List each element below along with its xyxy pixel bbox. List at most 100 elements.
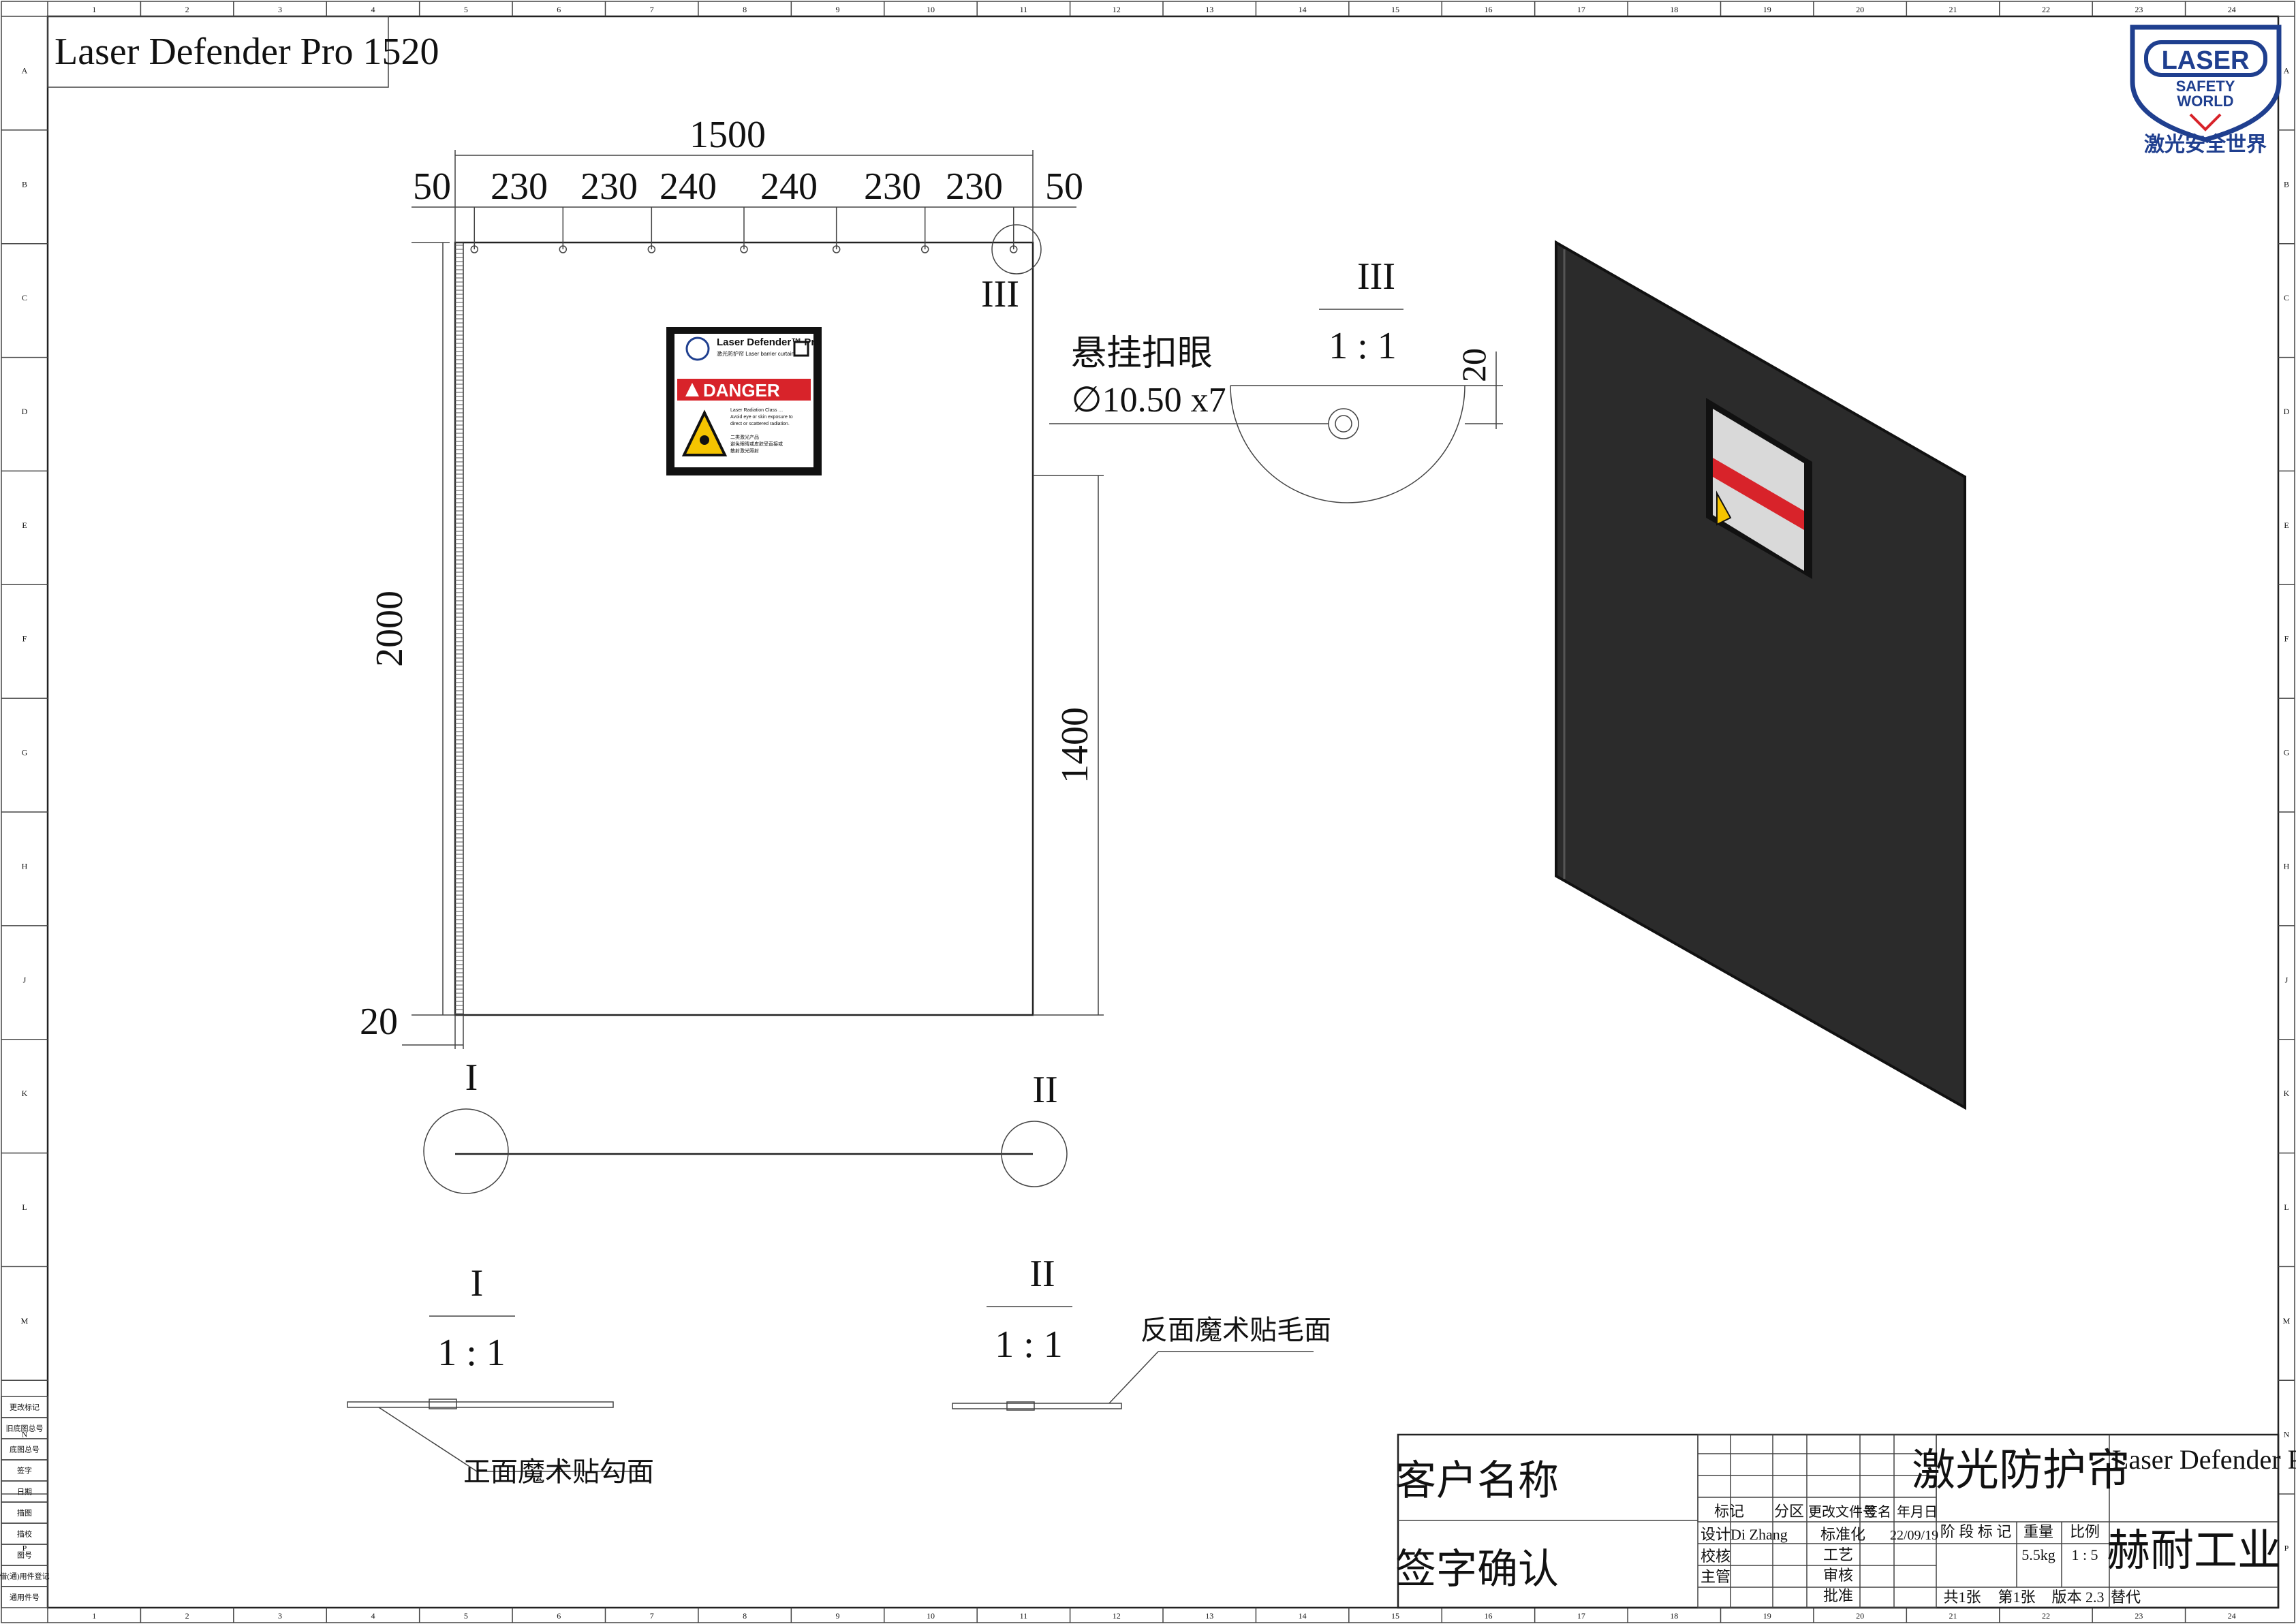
zone-number-top: 3	[278, 5, 282, 14]
laser-hazard-icon	[681, 409, 728, 456]
view-label-ii: II	[1032, 1069, 1057, 1111]
logo-text-world: WORLD	[2177, 93, 2233, 110]
iso-sign	[1706, 398, 1812, 579]
sheet-no: 第1张	[1998, 1589, 2035, 1606]
zone-number-bottom: 14	[1299, 1611, 1307, 1621]
left-strip-label: 底图总号	[10, 1445, 40, 1454]
zone-letter-left: N	[22, 1430, 28, 1439]
zone-number-bottom: 22	[2042, 1611, 2050, 1621]
logo-text-laser: LASER	[2162, 46, 2250, 75]
design-date: 22/09/19	[1890, 1528, 1938, 1543]
logo-text-cn: 激光安全世界	[2144, 133, 2267, 156]
zone-number-top: 4	[371, 5, 375, 14]
dim-segment: 50	[413, 166, 451, 208]
dim-segment: 230	[946, 166, 1003, 208]
left-strip-label: 签字	[17, 1466, 32, 1475]
logo-badge	[2144, 40, 2267, 77]
eyelet-icon	[920, 245, 929, 253]
product-en: Laser Defender Pro 1520	[2112, 1444, 2296, 1475]
iso-danger-banner	[1713, 458, 1804, 530]
dim-segment: 230	[580, 166, 638, 208]
zone-number-top: 17	[1577, 5, 1585, 14]
approve-label: 批准	[1823, 1587, 1853, 1604]
velcro-hatch	[455, 245, 463, 1014]
zone-letter-right: C	[2284, 293, 2289, 302]
left-strip-label: 日期	[17, 1488, 32, 1497]
left-strip-label: 通用件号	[10, 1593, 40, 1602]
sheets-total: 共1张	[1943, 1589, 1981, 1606]
zone-number-top: 9	[836, 5, 840, 14]
zone-number-bottom: 8	[743, 1611, 747, 1621]
dim-overall-width: 1500	[689, 114, 766, 156]
tb-mark: 标记	[1714, 1503, 1744, 1520]
top-view: I II	[423, 1057, 1068, 1194]
zone-number-top: 14	[1299, 5, 1307, 14]
isometric-curtain	[1555, 240, 1966, 1110]
title-box-text: Laser Defender Pro 1520	[55, 31, 439, 73]
sign-confirm-label: 签字确认	[1395, 1547, 1559, 1592]
sign-line1: Laser Radiation Class …	[730, 408, 783, 413]
dim-segment: 240	[660, 166, 717, 208]
title-box: Laser Defender Pro 1520	[47, 16, 439, 88]
tb-date: 年月日	[1897, 1504, 1938, 1520]
zone-letter-right: L	[2284, 1202, 2289, 1212]
zone-number-top: 12	[1113, 5, 1121, 14]
zone-number-top: 13	[1205, 5, 1213, 14]
zone-letter-left: F	[22, 634, 27, 644]
detail-offset: 20	[1455, 348, 1493, 382]
zone-letter-left: E	[22, 520, 27, 530]
zone-number-bottom: 7	[650, 1611, 654, 1621]
ratio-value: 1 : 5	[2071, 1546, 2098, 1563]
zone-letter-right: F	[2284, 634, 2289, 644]
zone-number-bottom: 23	[2135, 1611, 2143, 1621]
dim-height: 2000	[369, 591, 411, 667]
title-block-grid	[1697, 1434, 1937, 1608]
detail-ii-note: 反面魔术贴毛面	[1141, 1315, 1331, 1345]
left-strip-label: 借(通)用件登记	[0, 1572, 50, 1581]
front-view: Laser Defender™ Pro 激光防护帘 Laser barrier …	[360, 114, 1104, 1049]
zone-letter-right: E	[2284, 520, 2289, 530]
warning-triangle-icon	[685, 383, 699, 396]
version: 版本 2.3	[2051, 1589, 2104, 1606]
std-label: 标准化	[1820, 1526, 1865, 1543]
dim-segment: 230	[864, 166, 921, 208]
zone-letter-left: J	[23, 975, 27, 984]
sign-line2: Avoid eye or skin exposure to	[730, 415, 793, 420]
dimension-lines	[402, 150, 1104, 1049]
zone-letter-left: M	[21, 1316, 29, 1326]
tb-change-doc: 更改文件号	[1808, 1504, 1876, 1520]
zone-number-bottom: 5	[464, 1611, 468, 1621]
zone-letter-left: G	[22, 748, 28, 758]
zone-number-top: 6	[557, 5, 561, 14]
zone-letter-left: C	[22, 293, 27, 302]
detail-i-scale: 1 : 1	[437, 1332, 506, 1374]
left-strip-label: 描图	[17, 1508, 32, 1518]
eyelets	[470, 207, 1018, 253]
sign-line3: direct or scattered radiation.	[730, 422, 790, 426]
customer-label: 客户名称	[1395, 1458, 1559, 1503]
eyelet-detail	[1328, 408, 1359, 439]
zone-number-bottom: 18	[1670, 1611, 1678, 1621]
left-strip-label: 更改标记	[10, 1403, 40, 1412]
company-name: 赫耐工业	[2107, 1527, 2281, 1575]
dim-segment: 240	[760, 166, 818, 208]
replace-label: 替代	[2111, 1589, 2141, 1606]
view-label-iii: III	[981, 273, 1019, 315]
detail-ii-title: II	[1029, 1253, 1055, 1295]
zone-number-bottom: 19	[1763, 1611, 1771, 1621]
product-cn: 激光防护帘	[1912, 1446, 2130, 1495]
zone-number-bottom: 4	[371, 1611, 375, 1621]
dim-segment: 230	[491, 166, 548, 208]
dim-segment: 50	[1045, 166, 1083, 208]
logo-laser-mark	[2189, 113, 2222, 131]
danger-banner	[677, 379, 811, 401]
eyelet-icon	[559, 245, 568, 253]
zone-number-bottom: 9	[836, 1611, 840, 1621]
zone-number-top: 7	[650, 5, 654, 14]
hole-dim: ∅10.50 x7	[1071, 381, 1226, 420]
detail-circle-i	[423, 1108, 509, 1194]
detail-iii-scale: 1 : 1	[1329, 325, 1397, 367]
zone-number-top: 20	[1856, 5, 1864, 14]
